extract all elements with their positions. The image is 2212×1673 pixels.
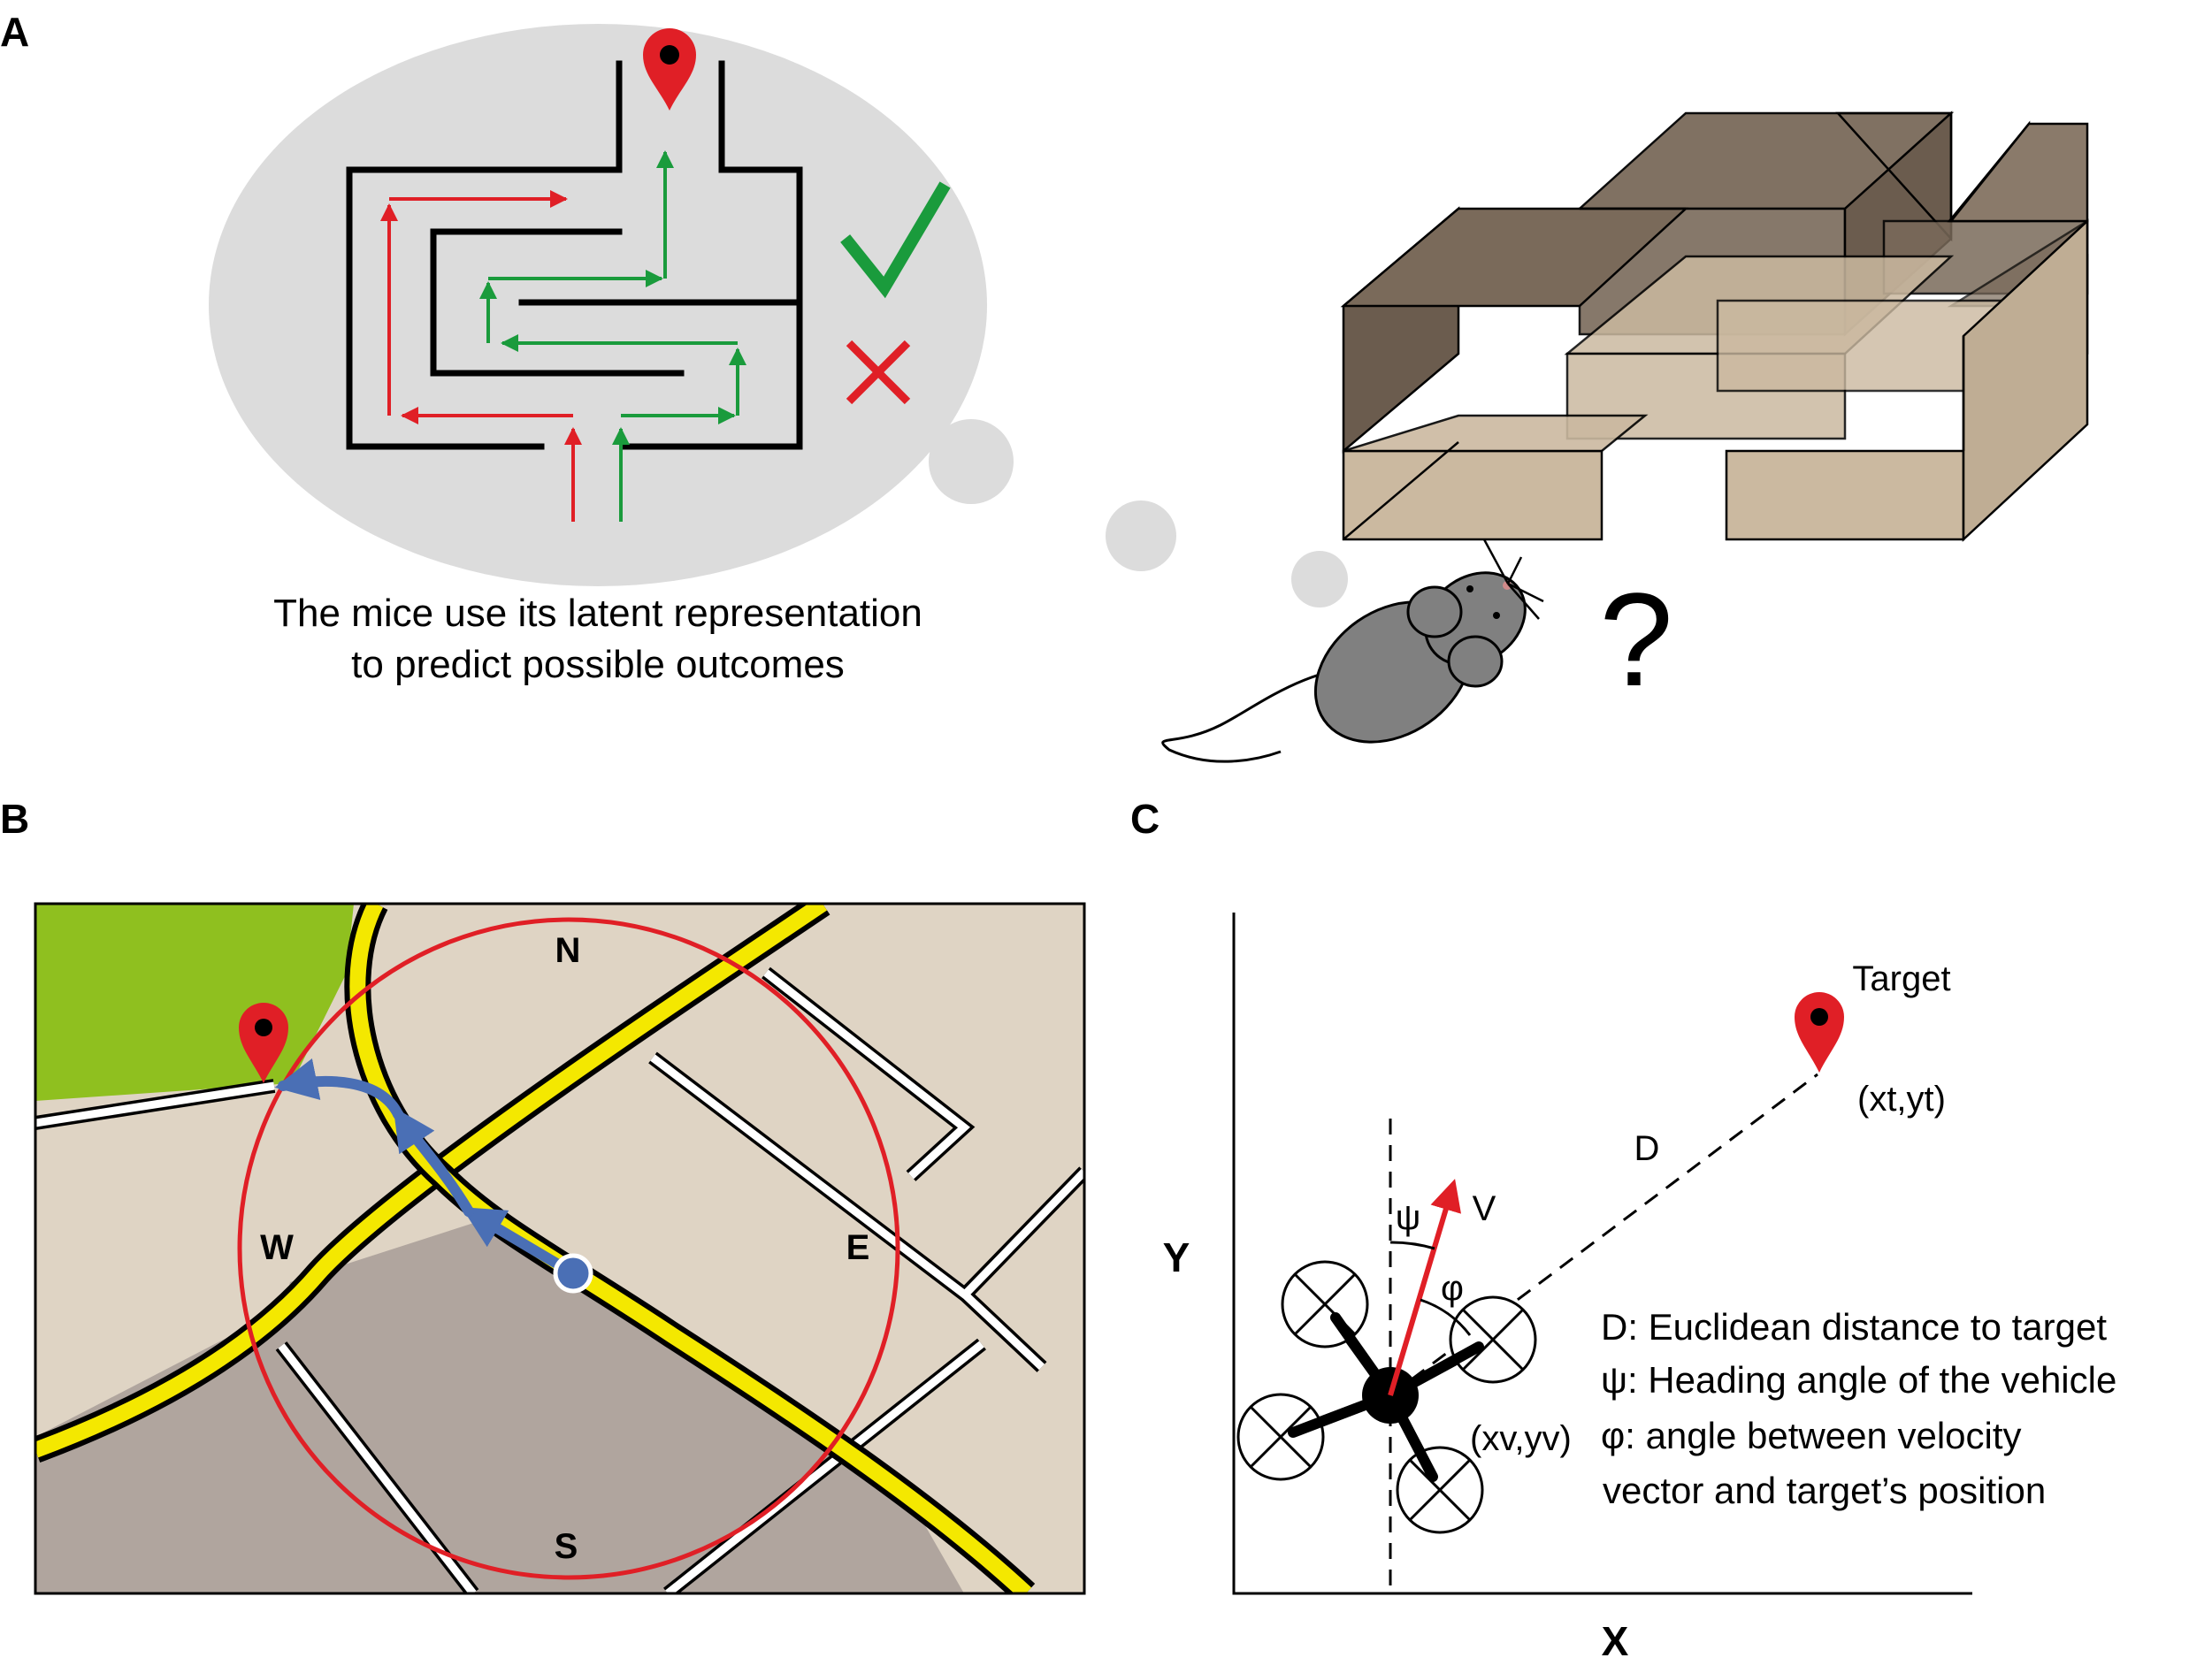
route-path <box>274 1058 578 1279</box>
compass-north: N <box>555 931 581 970</box>
maze-walls <box>346 60 803 450</box>
heading-angle-arc <box>1389 1241 1435 1250</box>
question-mark: ? <box>1599 565 1672 714</box>
legend-line-1: D: Euclidean distance to target <box>1601 1306 2107 1348</box>
velocity-label: V <box>1473 1189 1496 1228</box>
red-path <box>380 190 582 522</box>
thought-dot-large <box>929 419 1014 504</box>
caption-line-2: to predict possible outcomes <box>351 643 845 686</box>
compass-west: W <box>260 1228 294 1267</box>
y-axis-label: Y <box>1163 1234 1190 1280</box>
caption-line-1: The mice use its latent representation <box>273 592 922 635</box>
velocity-vector <box>1388 1179 1462 1396</box>
location-pin-icon <box>239 1003 288 1083</box>
check-mark-icon <box>840 181 951 299</box>
panel-b: B <box>0 796 1086 1595</box>
vehicle-coords: (xv,yv) <box>1470 1419 1572 1458</box>
x-axis-label: X <box>1602 1618 1629 1664</box>
thought-dot-medium <box>1106 500 1176 571</box>
maze-3d <box>1340 111 2089 542</box>
compass-south: S <box>555 1527 578 1566</box>
current-position-marker <box>553 1253 593 1294</box>
phi-angle-arc <box>1420 1298 1472 1336</box>
panel-b-label: B <box>0 796 29 842</box>
legend-line-2: ψ: Heading angle of the vehicle <box>1601 1359 2116 1401</box>
drone-icon <box>1236 1260 1537 1534</box>
legend: D: Euclidean distance to target ψ: Headi… <box>1601 1306 2116 1511</box>
panel-a-label: A <box>0 9 29 55</box>
compass-east: E <box>846 1228 870 1267</box>
target-label: Target <box>1852 959 1950 998</box>
legend-line-4: vector and target’s position <box>1603 1470 2046 1511</box>
search-circle <box>237 917 900 1580</box>
panel-a: A <box>0 9 2089 763</box>
mouse-icon <box>1161 539 1544 763</box>
cross-mark-icon <box>846 340 911 405</box>
map-frame <box>34 902 1086 1595</box>
heading-symbol: ψ <box>1396 1198 1421 1237</box>
panel-c: C Y X <box>1130 796 2116 1664</box>
axes <box>1232 913 1972 1595</box>
location-pin-icon <box>1795 992 1844 1073</box>
panel-c-label: C <box>1130 796 1160 842</box>
location-pin-icon <box>643 28 696 111</box>
map <box>35 904 1084 1593</box>
block-area <box>35 1220 964 1593</box>
thought-dot-small <box>1291 551 1348 607</box>
green-path <box>479 150 746 522</box>
phi-symbol: φ <box>1441 1269 1464 1308</box>
target-coords: (xt,yt) <box>1857 1080 1946 1119</box>
distance-label: D <box>1634 1129 1660 1168</box>
legend-line-3: φ: angle between velocity <box>1601 1415 2022 1456</box>
